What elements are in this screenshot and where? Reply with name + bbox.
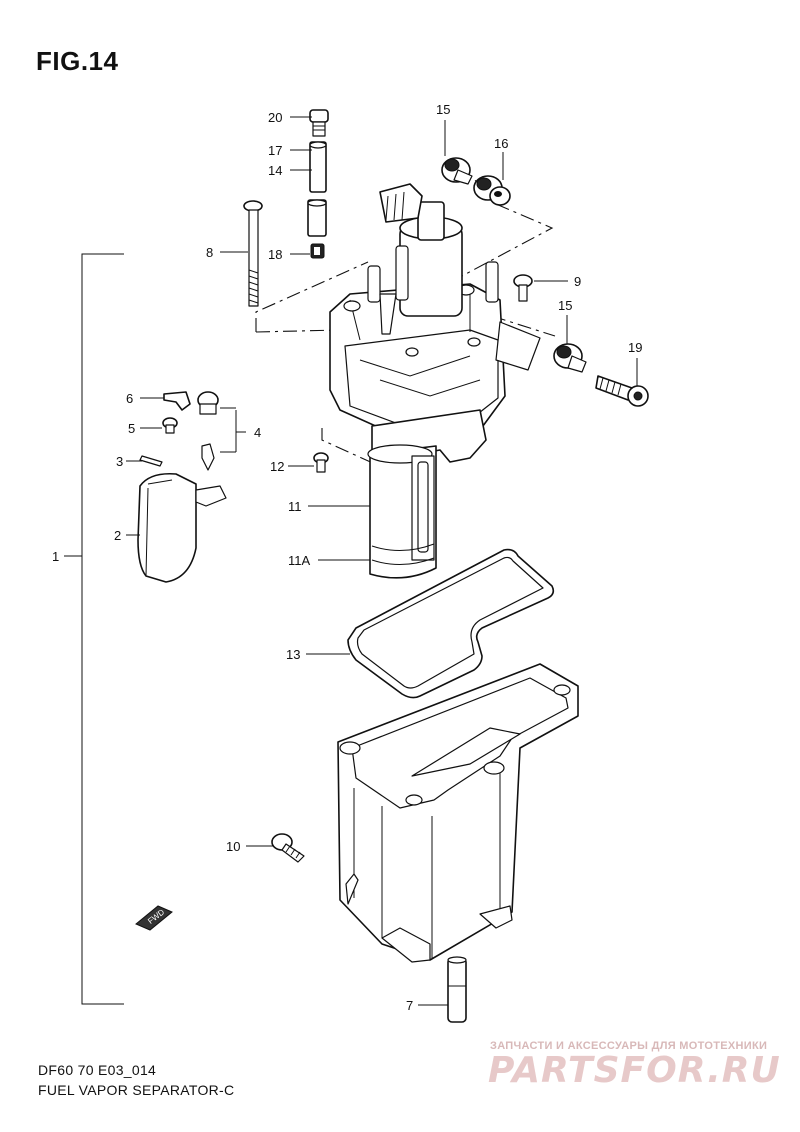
part-16-mount (473, 175, 511, 206)
callout-13: 13 (286, 647, 300, 662)
part-9-screw (513, 274, 533, 302)
callout-3: 3 (116, 454, 123, 469)
callout-14: 14 (268, 163, 282, 178)
diagram-code: DF60 70 E03_014 (38, 1062, 157, 1078)
figure-title: FIG.14 (36, 46, 119, 76)
callout-11: 11 (288, 499, 302, 514)
part-14-17-pipe (307, 141, 327, 237)
part-11-fuel-pump (367, 444, 437, 579)
callout-9: 9 (574, 274, 581, 289)
callout-numbers: 20 17 14 15 16 8 18 9 15 19 6 4 5 3 12 2… (52, 102, 642, 1013)
callout-6: 6 (126, 391, 133, 406)
part-12-screw (313, 452, 329, 473)
fwd-direction-arrow: FWD (135, 905, 173, 931)
callout-16: 16 (494, 136, 508, 151)
callout-18: 18 (268, 247, 282, 262)
callout-15b: 15 (558, 298, 572, 313)
callout-20: 20 (268, 110, 282, 125)
callout-4: 4 (254, 425, 261, 440)
callout-19: 19 (628, 340, 642, 355)
part-4-valve (197, 391, 246, 471)
part-6-clip (163, 391, 191, 411)
callout-12: 12 (270, 459, 284, 474)
part-20-cap (309, 109, 329, 137)
part-7-hose (447, 956, 467, 1023)
part-15-grommet-top (441, 157, 473, 185)
part-3-pin (139, 455, 163, 467)
part-5-screw (162, 417, 178, 434)
callout-10: 10 (226, 839, 240, 854)
part-8-bolt (243, 200, 263, 307)
assembly-bracket (64, 253, 124, 1005)
part-19-bolt (595, 375, 649, 407)
part-15-grommet-right (553, 343, 587, 373)
callout-2: 2 (114, 528, 121, 543)
callout-8: 8 (206, 245, 213, 260)
part-18-clip (310, 243, 325, 259)
callout-15a: 15 (436, 102, 450, 117)
callout-1: 1 (52, 549, 59, 564)
callout-17: 17 (268, 143, 282, 158)
part-13-gasket (347, 548, 555, 699)
callout-7: 7 (406, 998, 413, 1013)
watermark-tagline: ЗАПЧАСТИ И АКСЕССУАРЫ ДЛЯ МОТОТЕХНИКИ (490, 1040, 768, 1052)
separator-float-chamber (337, 663, 579, 963)
callout-11a: 11A (288, 553, 310, 568)
diagram-name: FUEL VAPOR SEPARATOR-C (38, 1082, 235, 1098)
watermark-logo: PARTSFOR.RU (488, 1050, 781, 1091)
callout-5: 5 (128, 421, 135, 436)
part-2-float (137, 472, 227, 583)
part-10-bolt (271, 833, 305, 863)
separator-upper-body (329, 183, 541, 463)
leader-lines (126, 116, 638, 1006)
